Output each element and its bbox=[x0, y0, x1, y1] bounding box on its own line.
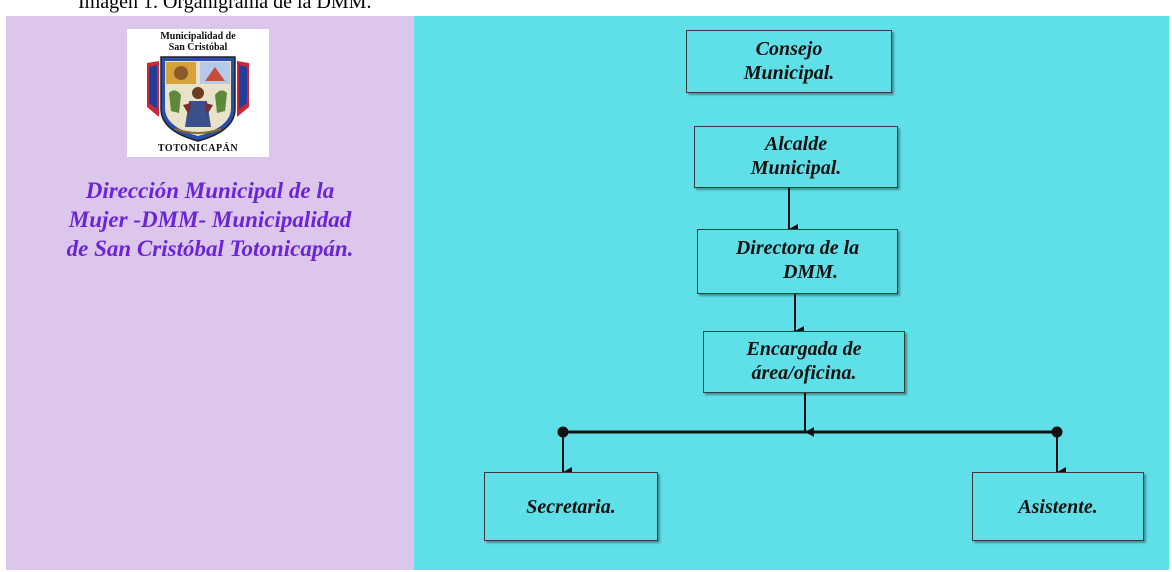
organization-name: Dirección Municipal de la Mujer -DMM- Mu… bbox=[20, 176, 400, 263]
organization-name-line: Mujer -DMM- Municipalidad bbox=[68, 207, 352, 232]
node-line: área/oficina. bbox=[751, 362, 857, 384]
node-secretaria: Secretaria. bbox=[484, 472, 658, 541]
logo-title: Municipalidad de San Cristóbal bbox=[127, 31, 269, 53]
node-line: Asistente. bbox=[1018, 496, 1098, 518]
organization-name-line: Dirección Municipal de la bbox=[85, 178, 335, 203]
node-line: Municipal. bbox=[750, 157, 842, 179]
figure-caption: Imagen 1. Organigrama de la DMM. bbox=[78, 0, 372, 13]
node-consejo-municipal: Consejo Municipal. bbox=[686, 30, 892, 93]
node-line: Directora de la bbox=[735, 237, 860, 259]
node-line: Alcalde bbox=[764, 133, 828, 155]
logo-caption: TOTONICAPÁN bbox=[157, 143, 239, 154]
node-asistente: Asistente. bbox=[972, 472, 1144, 541]
coat-of-arms-icon bbox=[147, 56, 249, 142]
logo-title-line: Municipalidad de bbox=[160, 31, 236, 42]
node-alcalde-municipal: Alcalde Municipal. bbox=[694, 126, 898, 188]
node-line: Municipal. bbox=[743, 62, 835, 84]
node-line: Encargada de bbox=[746, 338, 862, 360]
municipality-logo: Municipalidad de San Cristóbal bbox=[127, 29, 269, 157]
node-line: DMM. bbox=[782, 261, 838, 283]
node-encargada-area: Encargada de área/oficina. bbox=[703, 331, 905, 393]
node-line: Secretaria. bbox=[526, 496, 616, 518]
organization-name-line: de San Cristóbal Totonicapán. bbox=[66, 236, 354, 261]
logo-title-line: San Cristóbal bbox=[168, 42, 228, 53]
node-directora-dmm: Directora de la DMM. bbox=[697, 229, 898, 294]
node-line: Consejo bbox=[755, 38, 823, 60]
